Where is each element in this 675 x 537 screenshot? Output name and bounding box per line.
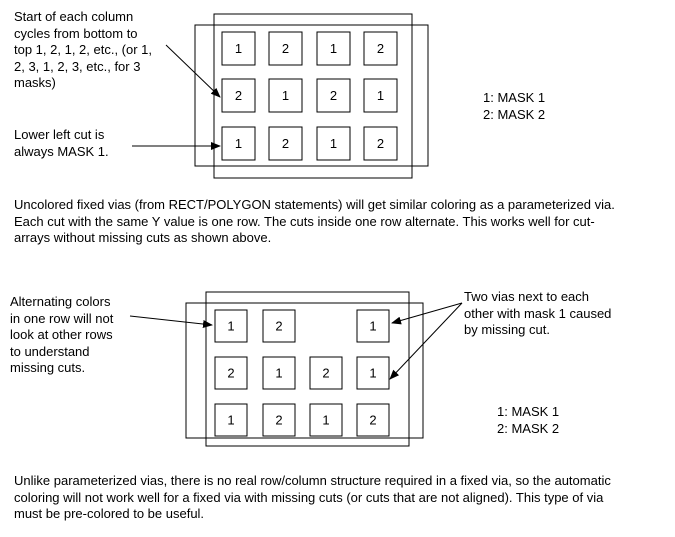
fig2-cut-label: 1 xyxy=(322,412,329,427)
fig1-cut-r2-c3: 2 xyxy=(316,78,351,113)
fig1-cut-label: 1 xyxy=(330,41,337,56)
arrow-two-vias-bottom xyxy=(389,302,463,380)
legend-mask-2: 2: MASK 2 xyxy=(483,107,546,122)
legend-mask-1-fig2: 1: MASK 1 xyxy=(497,404,560,419)
fig2-cut-r3-c4: 2 xyxy=(356,403,390,437)
note-lower-left-cut: Lower left cut is always MASK 1. xyxy=(14,127,109,159)
fig1-cut-label: 2 xyxy=(235,88,242,103)
fig2-cut-label: 1 xyxy=(275,365,282,380)
fig2-cut-r2-c2: 1 xyxy=(262,356,296,390)
fig1-cut-label: 2 xyxy=(377,41,384,56)
fig1-cut-label: 2 xyxy=(282,136,289,151)
fig1-cut-r2-c4: 1 xyxy=(363,78,398,113)
fig2-cut-r2-c1: 2 xyxy=(214,356,248,390)
arrow-two-vias-top xyxy=(391,302,463,325)
fig2-cut-r3-c3: 1 xyxy=(309,403,343,437)
via-outline-vertical-2 xyxy=(205,291,410,447)
fig1-cut-label: 1 xyxy=(235,41,242,56)
fig2-cut-label: 1 xyxy=(369,365,376,380)
note-alternating-colors: Alternating colors in one row will not l… xyxy=(10,294,114,375)
fig2-cut-r1-c4: 1 xyxy=(356,309,390,343)
via-outline-horizontal xyxy=(194,24,429,167)
fig1-cut-label: 1 xyxy=(282,88,289,103)
fig2-cut-label: 2 xyxy=(227,365,234,380)
fig1-cut-label: 1 xyxy=(235,136,242,151)
fig2-cut-label: 2 xyxy=(275,318,282,333)
fig1-cut-r3-c3: 1 xyxy=(316,126,351,161)
cut-array-1: 1 2 1 2 2 1 2 1 1 2 1 2 xyxy=(221,31,398,161)
cut-array-2: 1 2 1 2 1 2 1 1 2 1 2 xyxy=(214,309,390,437)
fig1-cut-r1-c2: 2 xyxy=(268,31,303,66)
via-outline-horizontal-2 xyxy=(185,302,424,439)
fig2-cut-r3-c2: 2 xyxy=(262,403,296,437)
fig1-cut-r2-c2: 1 xyxy=(268,78,303,113)
caption-1: Uncolored fixed vias (from RECT/POLYGON … xyxy=(14,197,615,245)
caption-2: Unlike parameterized vias, there is no r… xyxy=(14,473,611,521)
fig1-cut-label: 2 xyxy=(282,41,289,56)
fig1-cut-r2-c1: 2 xyxy=(221,78,256,113)
fig2-cut-r2-c4: 1 xyxy=(356,356,390,390)
note-two-vias: Two vias next to each other with mask 1 … xyxy=(464,289,612,337)
fig2-cut-label: 2 xyxy=(369,412,376,427)
fig1-cut-r1-c1: 1 xyxy=(221,31,256,66)
fig2-cut-label: 1 xyxy=(227,318,234,333)
legend-mask-2-fig2: 2: MASK 2 xyxy=(497,421,560,436)
fig1-cut-r1-c3: 1 xyxy=(316,31,351,66)
fig2-cut-label: 2 xyxy=(275,412,282,427)
arrow-column-cycle xyxy=(165,44,221,98)
fig1-cut-label: 1 xyxy=(377,88,384,103)
fig2-cut-label: 1 xyxy=(227,412,234,427)
note-column-cycle: Start of each column cycles from bottom … xyxy=(14,9,153,90)
fig1-cut-r3-c4: 2 xyxy=(363,126,398,161)
fig2-cut-r1-c1: 1 xyxy=(214,309,248,343)
fig1-cut-label: 2 xyxy=(330,88,337,103)
arrow-alternating-colors xyxy=(129,315,213,328)
fig1-cut-label: 2 xyxy=(377,136,384,151)
fig2-cut-label: 2 xyxy=(322,365,329,380)
fig2-cut-label: 1 xyxy=(369,318,376,333)
legend-mask-1: 1: MASK 1 xyxy=(483,90,546,105)
fig1-cut-r1-c4: 2 xyxy=(363,31,398,66)
fig1-cut-r3-c1: 1 xyxy=(221,126,256,161)
fig2-cut-r2-c3: 2 xyxy=(309,356,343,390)
fig1-cut-label: 1 xyxy=(330,136,337,151)
fig1-cut-r3-c2: 2 xyxy=(268,126,303,161)
fig2-cut-r3-c1: 1 xyxy=(214,403,248,437)
fig2-cut-r1-c2: 2 xyxy=(262,309,296,343)
